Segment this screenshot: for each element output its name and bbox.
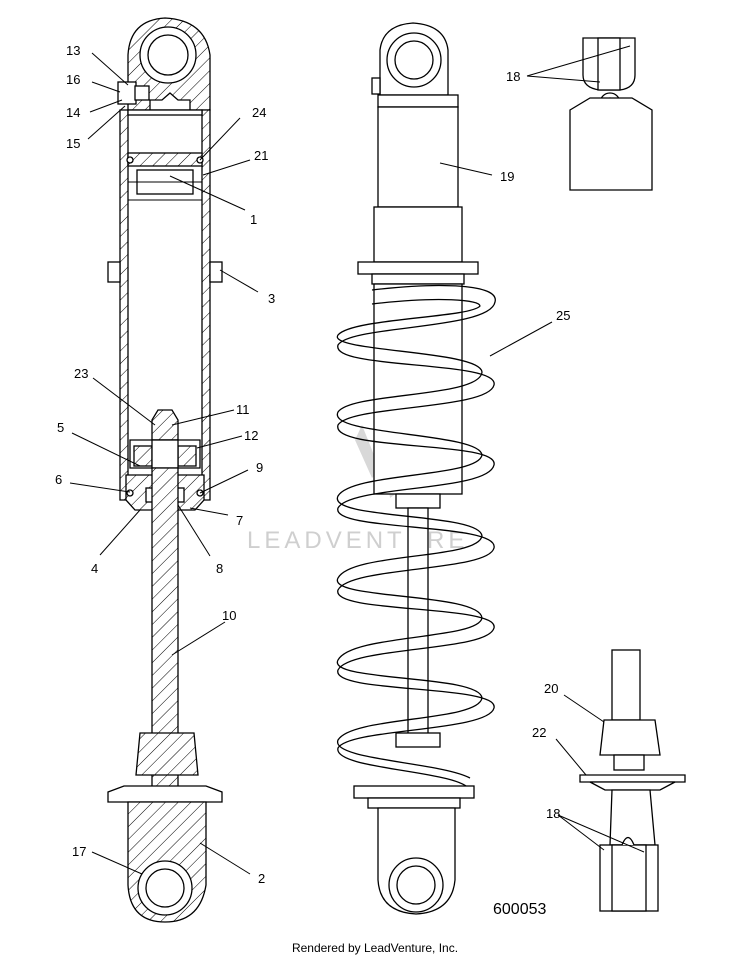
sectioned-shock xyxy=(107,17,223,923)
callout-18-top: 18 xyxy=(506,69,520,84)
inset-bump-stop xyxy=(599,719,661,756)
body-tube-left-wall xyxy=(119,109,129,501)
callout-2: 2 xyxy=(258,871,265,886)
callout-4: 4 xyxy=(91,561,98,576)
callout-14: 14 xyxy=(66,105,80,120)
bottom-bushing-inset xyxy=(579,649,686,912)
callout-22: 22 xyxy=(532,725,546,740)
watermark-text: LEADVENTURE xyxy=(247,527,468,554)
callout-16: 16 xyxy=(66,72,80,87)
bump-stop xyxy=(135,732,199,776)
callout-15: 15 xyxy=(66,136,80,151)
callouts: 13 16 14 15 24 21 1 3 23 11 5 12 6 9 7 4… xyxy=(55,43,570,886)
callout-20: 20 xyxy=(544,681,558,696)
lower-spring-seat xyxy=(107,785,223,803)
callout-23: 23 xyxy=(74,366,88,381)
callout-1: 1 xyxy=(250,212,257,227)
callout-18-bottom: 18 xyxy=(546,806,560,821)
callout-9: 9 xyxy=(256,460,263,475)
callout-13: 13 xyxy=(66,43,80,58)
collar-lug-left xyxy=(107,261,121,283)
diagram-number: 600053 xyxy=(493,901,546,918)
shock-body xyxy=(377,106,459,208)
callout-3: 3 xyxy=(268,291,275,306)
assembled-shock xyxy=(337,22,496,915)
top-bushing-inset xyxy=(569,37,653,191)
callout-17: 17 xyxy=(72,844,86,859)
callout-5: 5 xyxy=(57,420,64,435)
body-tube-right-wall xyxy=(201,109,211,501)
leader-lines xyxy=(69,45,645,875)
callout-24: 24 xyxy=(252,105,266,120)
callout-21: 21 xyxy=(254,148,268,163)
inset-cup xyxy=(579,774,686,783)
callout-10: 10 xyxy=(222,608,236,623)
coil-spring xyxy=(337,284,496,791)
callout-8: 8 xyxy=(216,561,223,576)
callout-7: 7 xyxy=(236,513,243,528)
center-shaft xyxy=(407,507,429,739)
floating-piston xyxy=(127,152,203,167)
callout-12: 12 xyxy=(244,428,258,443)
collar-lug-right xyxy=(209,261,223,283)
callout-6: 6 xyxy=(55,472,62,487)
callout-25: 25 xyxy=(556,308,570,323)
callout-19: 19 xyxy=(500,169,514,184)
footer-credit: Rendered by LeadVenture, Inc. xyxy=(291,941,459,955)
callout-11: 11 xyxy=(236,402,250,417)
